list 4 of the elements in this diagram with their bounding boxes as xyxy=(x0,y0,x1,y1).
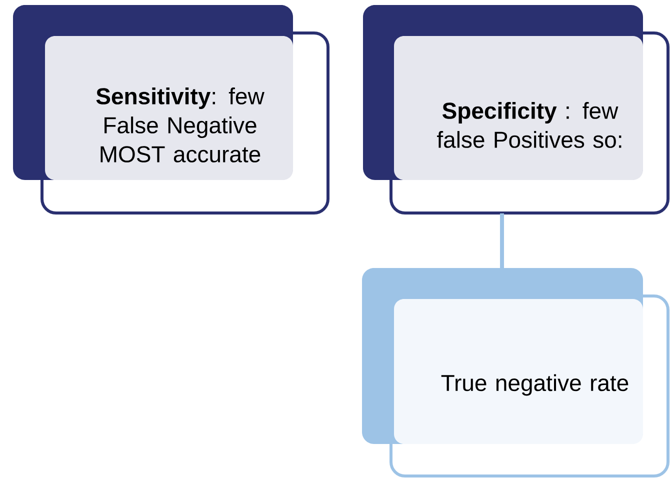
card-box: Specificity : few false Positives so: xyxy=(363,5,670,214)
card-box: Sensitivity: few False Negative MOST accurate xyxy=(13,5,330,214)
card-box: True negative rate xyxy=(362,268,670,478)
connector-line xyxy=(500,213,504,268)
